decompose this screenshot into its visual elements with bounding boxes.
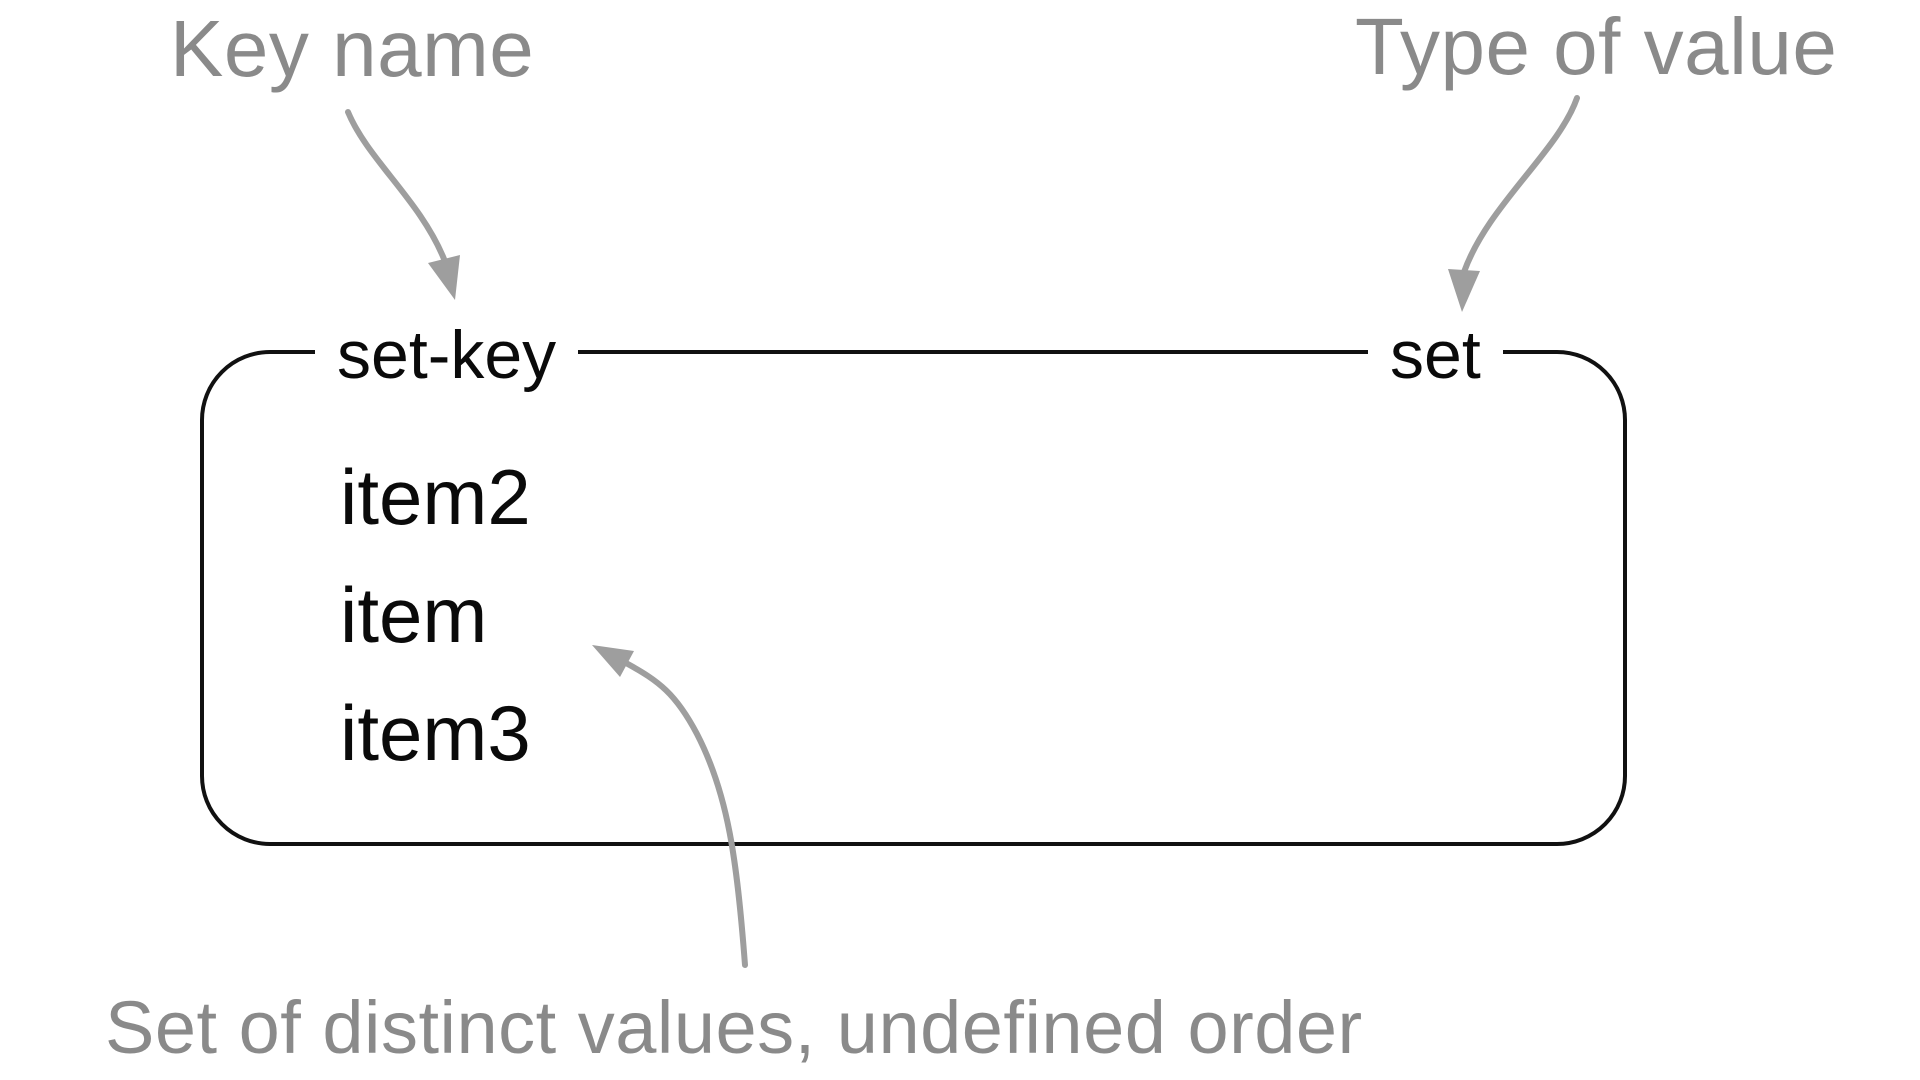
type-of-value-annotation: Type of value — [1355, 2, 1838, 91]
distinct-values-arrow-icon — [592, 645, 748, 968]
set-item: item — [340, 571, 488, 659]
set-item: item3 — [340, 689, 531, 777]
set-type-label: set — [1368, 315, 1503, 395]
set-box-outline — [200, 350, 1627, 846]
type-of-value-arrow-icon — [1448, 95, 1580, 312]
set-item: item2 — [340, 453, 531, 541]
key-name-arrow-icon — [345, 109, 460, 300]
set-key-label: set-key — [315, 315, 579, 395]
distinct-values-annotation: Set of distinct values, undefined order — [105, 986, 1363, 1069]
key-name-annotation: Key name — [170, 4, 535, 93]
set-items-list: item2 item item3 — [340, 438, 531, 792]
